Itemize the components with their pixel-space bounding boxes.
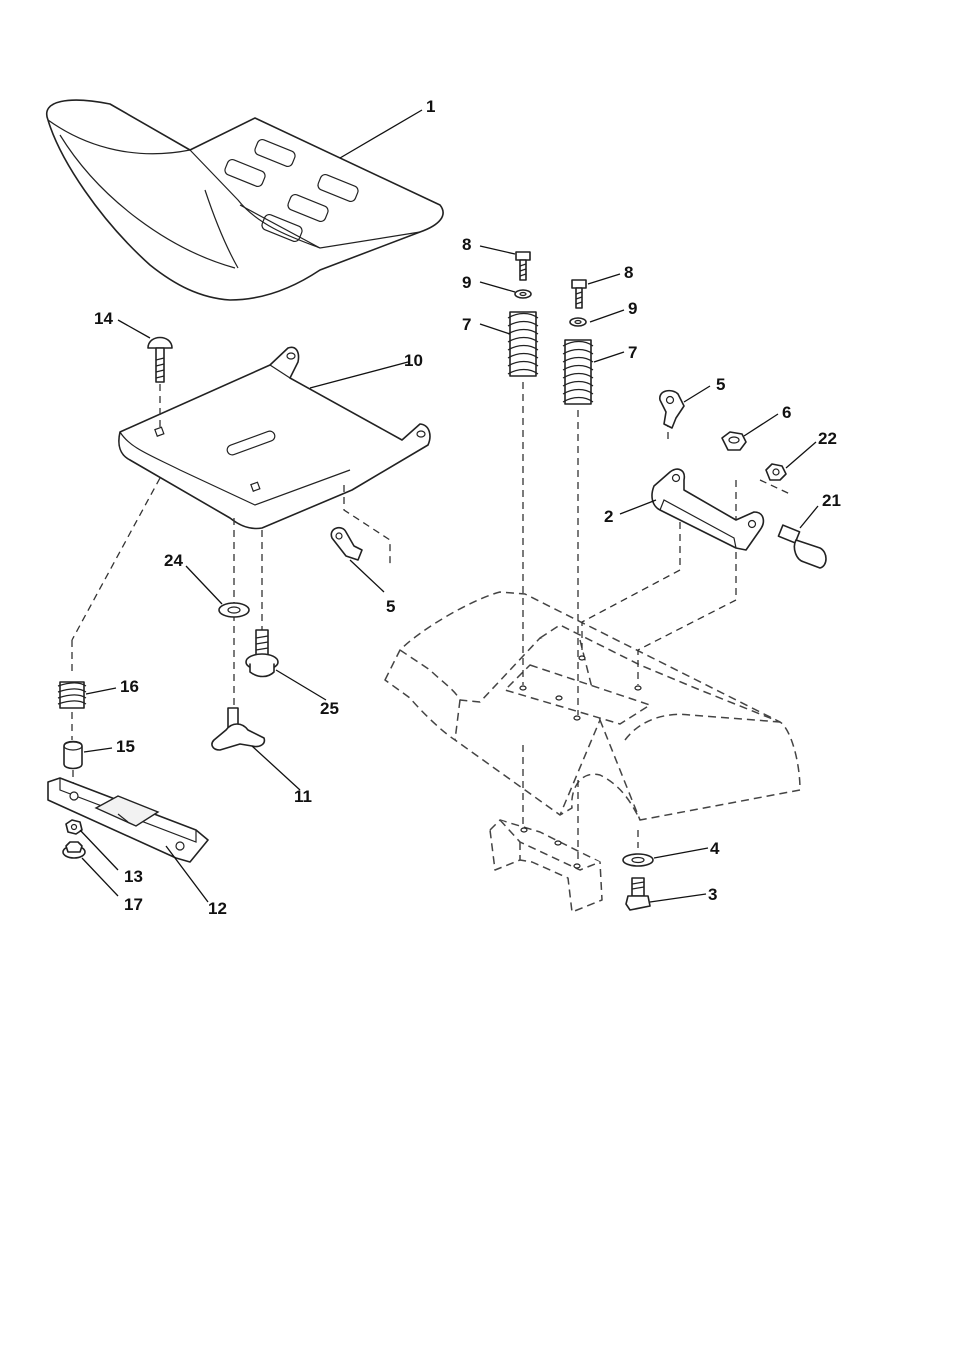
callout-22: 22 xyxy=(818,429,837,448)
spring-16 xyxy=(58,682,86,740)
spring-7-left xyxy=(508,312,538,376)
callout-6: 6 xyxy=(782,403,791,422)
callout-9-right: 9 xyxy=(628,299,637,318)
spring-7-right xyxy=(563,340,593,404)
flange-nut-17 xyxy=(63,842,85,858)
washer-24 xyxy=(219,603,249,617)
callout-5-left: 5 xyxy=(386,597,395,616)
hex-bolt-3 xyxy=(626,878,650,910)
callout-4: 4 xyxy=(710,839,720,858)
nut-13 xyxy=(66,820,82,834)
nut-6 xyxy=(722,432,746,450)
callout-8-right: 8 xyxy=(624,263,633,282)
callout-13: 13 xyxy=(124,867,143,886)
shoulder-bolt xyxy=(246,630,278,677)
bolt-8-left xyxy=(516,252,530,280)
seat-latch-left xyxy=(331,485,390,565)
callout-2: 2 xyxy=(604,507,613,526)
callout-21: 21 xyxy=(822,491,841,510)
fender-outline xyxy=(385,592,800,820)
callout-24: 24 xyxy=(164,551,183,570)
callout-9-left: 9 xyxy=(462,273,471,292)
frame-bracket-outline xyxy=(490,820,602,912)
callout-3: 3 xyxy=(708,885,717,904)
seat xyxy=(47,100,443,300)
callout-7-right: 7 xyxy=(628,343,637,362)
pivot-bracket xyxy=(652,469,763,550)
bolt-8-right xyxy=(572,280,586,308)
callout-15: 15 xyxy=(116,737,135,756)
callout-7-left: 7 xyxy=(462,315,471,334)
callout-8-left: 8 xyxy=(462,235,471,254)
adjustment-knob xyxy=(212,708,264,750)
callout-11: 11 xyxy=(294,787,312,806)
callout-10: 10 xyxy=(404,351,423,370)
callout-17: 17 xyxy=(124,895,143,914)
washer-9-left xyxy=(515,290,531,298)
nut-22 xyxy=(766,464,786,480)
washer-4 xyxy=(623,854,653,866)
callout-25: 25 xyxy=(320,699,339,718)
seat-latch-right xyxy=(660,391,684,428)
shoulder-bolt-21 xyxy=(778,525,826,568)
callout-1: 1 xyxy=(426,97,435,116)
callout-14: 14 xyxy=(94,309,113,328)
callout-16: 16 xyxy=(120,677,139,696)
callout-5-right: 5 xyxy=(716,375,725,394)
seat-pan xyxy=(119,347,430,528)
washer-9-right xyxy=(570,318,586,326)
callout-12: 12 xyxy=(208,899,227,918)
